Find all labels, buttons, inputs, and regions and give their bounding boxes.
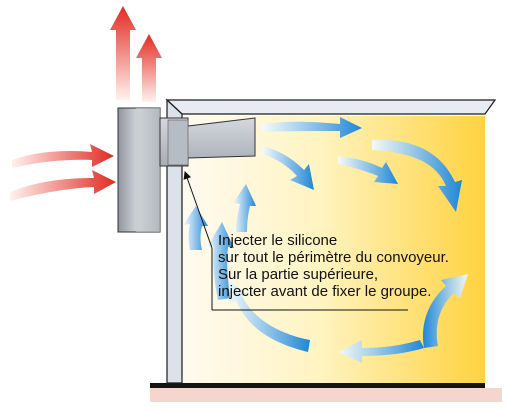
cold-arrow-bottom-left [226,278,310,352]
floor-shadow [150,388,502,402]
annotation-line-2: sur tout le périmètre du convoyeur. [218,249,449,266]
cold-arrow-left-up-3 [233,184,256,232]
cold-arrow-middle [338,156,398,184]
cold-arrow-right [422,274,468,348]
hot-exhaust-arrow-1 [110,6,136,100]
cold-arrow-bottom [338,340,424,363]
cold-arrow-outlet-2 [262,146,314,190]
warm-intake-arrows [10,144,116,201]
cooling-unit-panel [136,108,160,232]
annotation-text: Injecter le silicone sur tout le périmèt… [218,232,518,300]
hot-exhaust-arrows [110,6,162,102]
cold-arrow-top-right [372,139,462,212]
annotation-line-4: injecter avant de fixer le groupe. [218,283,432,300]
cold-arrow-outlet-1 [262,117,362,138]
annotation-line-3: Sur la partie supérieure, [218,266,379,283]
warm-intake-arrow-1 [12,144,114,168]
annotation-leader [183,171,408,311]
duct-collar [167,119,189,166]
cold-arrow-left-up-2 [183,206,208,250]
cold-arrow-left-up-1 [207,222,234,300]
warm-intake-arrow-2 [10,170,116,201]
floor-line [150,383,485,388]
enclosure-left-wall [166,98,183,384]
annotation-line-1: Injecter le silicone [218,232,338,249]
enclosure-top-wall [165,99,497,115]
hot-exhaust-arrow-2 [136,34,162,102]
cold-airflow-arrows [183,117,468,363]
